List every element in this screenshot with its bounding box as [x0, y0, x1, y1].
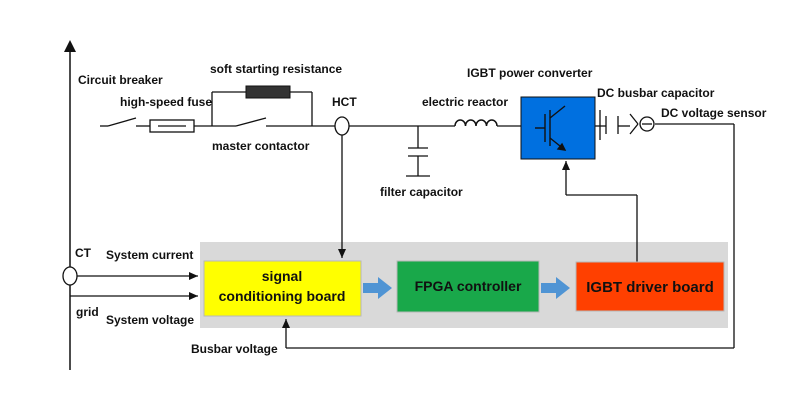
label-high-speed-fuse: high-speed fuse	[120, 95, 212, 109]
label-dc-voltage-sensor: DC voltage sensor	[661, 106, 767, 120]
label-busbar-voltage: Busbar voltage	[191, 342, 278, 356]
fpga-to-driver-arrow	[541, 277, 570, 299]
label-system-current: System current	[106, 248, 193, 262]
label-hct: HCT	[332, 95, 357, 109]
signal-conditioning-block	[203, 260, 362, 317]
dc-voltage-sensor	[629, 113, 655, 135]
igbt-driver-block-label: IGBT driver board	[586, 279, 714, 296]
grid-axis-arrowhead	[64, 40, 76, 52]
label-electric-reactor: electric reactor	[422, 95, 508, 109]
hct-sensor	[334, 116, 350, 136]
fpga-controller-block	[396, 260, 540, 313]
dc-busbar-capacitor	[599, 110, 619, 140]
label-igbt-power-converter: IGBT power converter	[467, 66, 593, 80]
label-soft-starting-resistance: soft starting resistance	[210, 62, 342, 76]
signal-to-fpga-arrow	[363, 277, 392, 299]
soft-starting-resistor	[245, 85, 291, 99]
label-ct: CT	[75, 246, 92, 260]
ct-sensor	[62, 266, 78, 286]
label-master-contactor: master contactor	[212, 139, 310, 153]
label-system-voltage: System voltage	[106, 313, 194, 327]
igbt-driver-block	[575, 261, 725, 312]
igbt-transistor-icon	[535, 105, 567, 151]
fpga-block-label: FPGA controller	[415, 278, 522, 294]
electric-reactor	[454, 119, 498, 127]
signal-block-line2: conditioning board	[219, 288, 346, 304]
filter-capacitor	[406, 126, 430, 177]
main-power-line	[100, 91, 735, 349]
label-filter-capacitor: filter capacitor	[380, 185, 463, 199]
label-dc-busbar-capacitor: DC busbar capacitor	[597, 86, 715, 100]
label-grid: grid	[76, 305, 99, 319]
signal-block-line1: signal	[262, 268, 302, 284]
label-circuit-breaker: Circuit breaker	[78, 73, 163, 87]
